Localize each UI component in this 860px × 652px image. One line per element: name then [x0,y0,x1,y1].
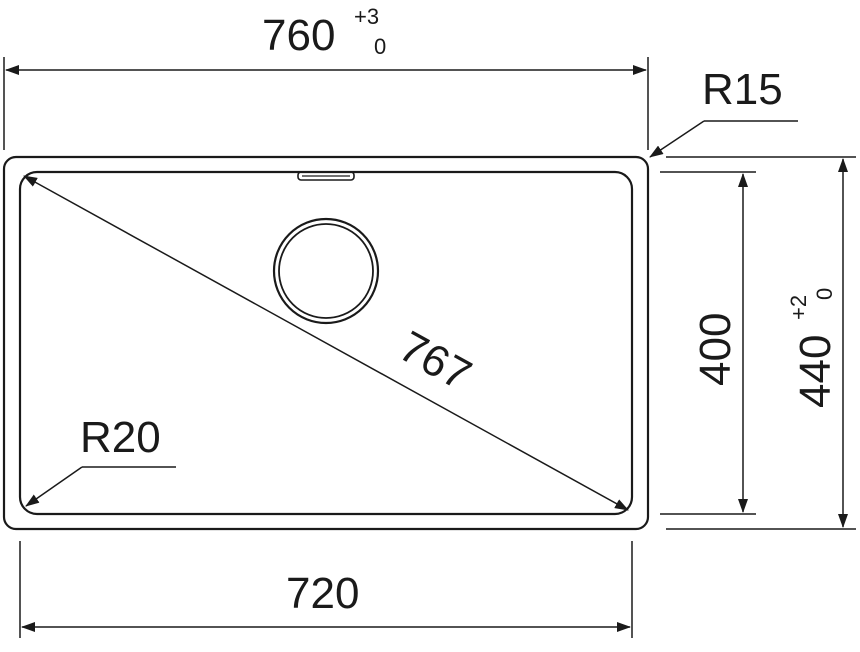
diagonal-value: 767 [391,322,479,400]
outer-radius-label: R15 [702,65,783,114]
outer-height-tol-lower: 0 [812,288,837,300]
drain-inner [278,223,374,319]
r15-leader-arrow [649,120,705,158]
outer-width-tol-lower: 0 [374,34,386,59]
outer-height-tol-upper: +2 [786,295,811,320]
outer-width-value: 760 [262,11,335,60]
dim-line-diagonal [23,175,629,511]
inner-height-value: 400 [691,313,740,386]
r20-leader-arrow [25,466,83,507]
inner-width-value: 720 [286,569,359,618]
inner-radius-label: R20 [80,413,161,462]
outer-width-tol-upper: +3 [354,4,379,29]
outer-height-value: 440 [791,335,840,408]
outer-rim [2,155,650,531]
drain-outer [272,217,380,325]
